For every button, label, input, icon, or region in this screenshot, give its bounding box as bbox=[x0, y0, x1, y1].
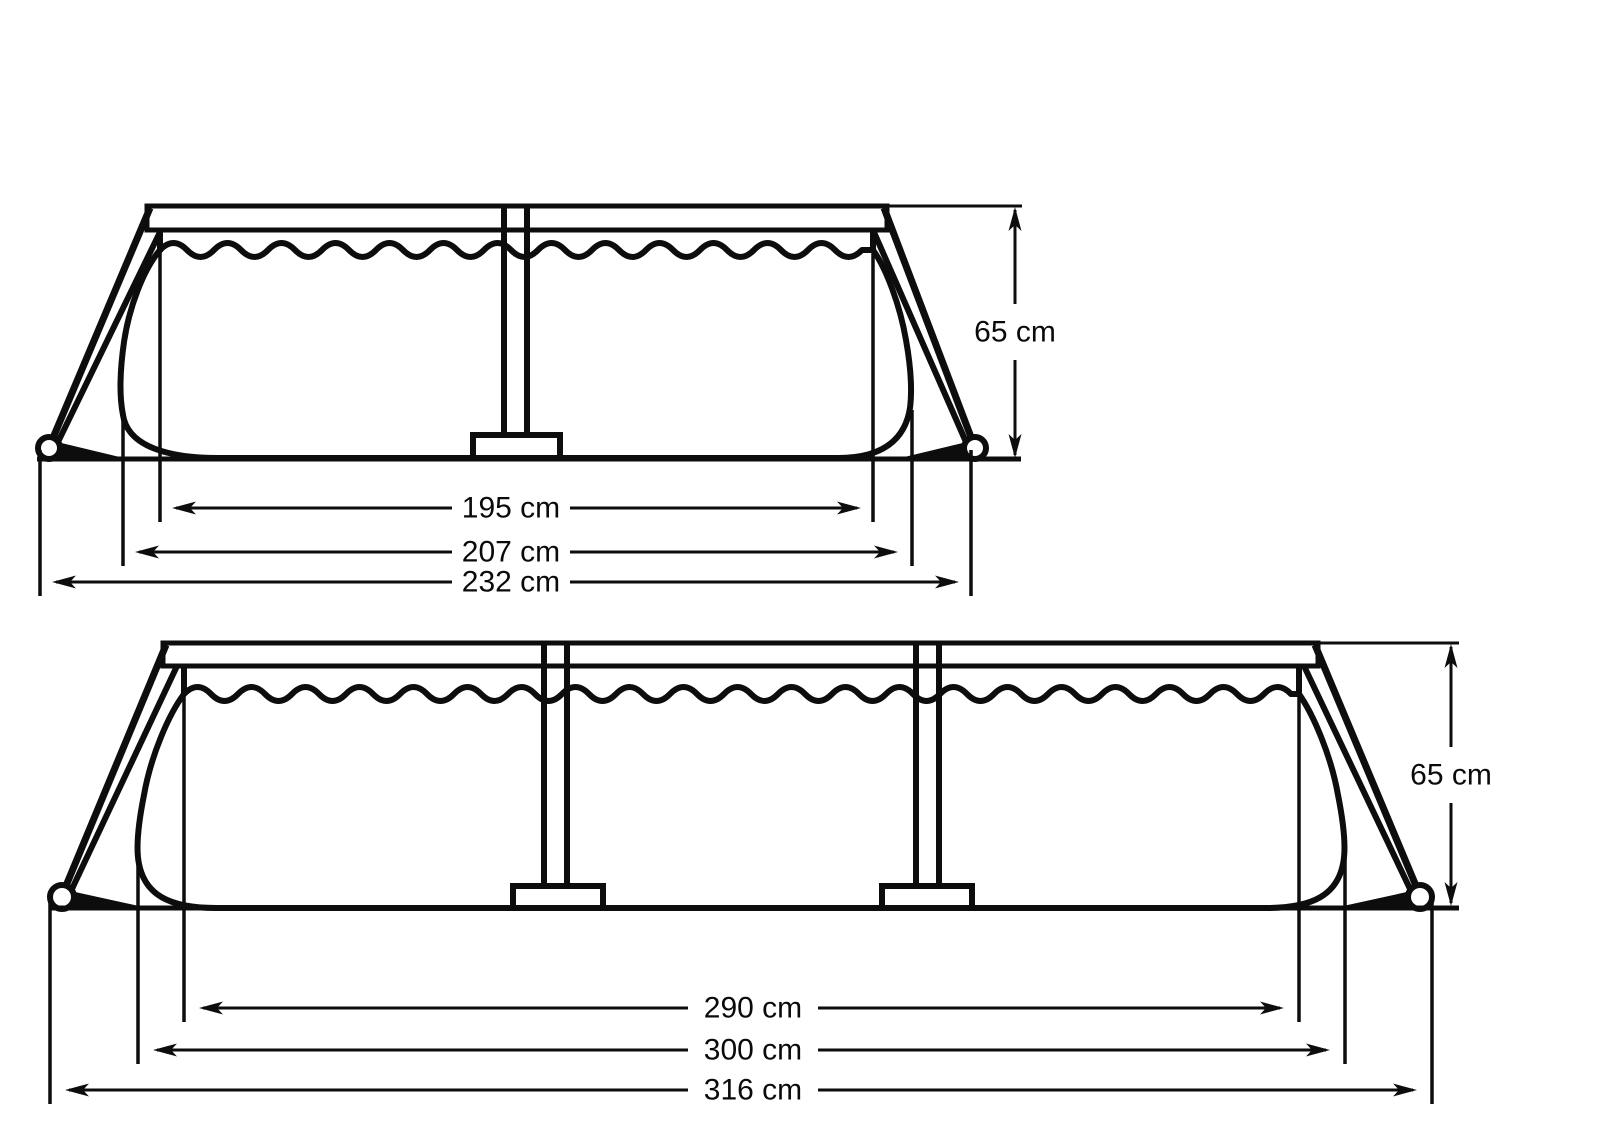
arrowhead-right bbox=[1393, 1083, 1417, 1097]
large-pool-right-base-plate bbox=[879, 883, 975, 911]
small-pool-width-dim-outer: 232 cm bbox=[52, 566, 959, 599]
large-pool-right-leg-brace bbox=[1334, 890, 1416, 908]
large-pool-top-rail bbox=[160, 640, 1321, 669]
small-pool-left-leg-brace bbox=[53, 441, 128, 459]
large-pool-right-foot bbox=[1405, 882, 1435, 912]
arrowhead-right bbox=[1306, 1043, 1330, 1057]
small-pool-right-leg-brace bbox=[896, 441, 971, 459]
large-pool-left-foot bbox=[47, 882, 77, 912]
arrowhead-right bbox=[1260, 1001, 1284, 1015]
small-pool-water bbox=[117, 240, 914, 461]
large-pool-width-dim-outer: 316 cm bbox=[65, 1074, 1417, 1107]
large-pool-left-base-plate bbox=[510, 883, 606, 911]
arrowhead-left bbox=[199, 1001, 223, 1015]
arrowhead-left bbox=[52, 575, 76, 589]
small-pool-extension-lines bbox=[38, 252, 973, 596]
small-pool-middle-width-label: 207 cm bbox=[462, 536, 560, 569]
large-pool-left-leg bbox=[47, 643, 180, 912]
large-pool-width-dim-middle: 300 cm bbox=[153, 1034, 1330, 1067]
arrowhead-down bbox=[1444, 882, 1458, 906]
arrowhead-up bbox=[1008, 207, 1022, 231]
small-pool-left-leg bbox=[35, 206, 164, 462]
large-pool-outer-width-label: 316 cm bbox=[704, 1074, 802, 1107]
large-pool-inner-width-label: 290 cm bbox=[704, 992, 802, 1025]
arrowhead-left bbox=[135, 545, 159, 559]
arrowhead-left bbox=[153, 1043, 177, 1057]
large-pool-height-dim: 65 cm bbox=[1410, 644, 1492, 906]
large-pool-width-dim-inner: 290 cm bbox=[199, 992, 1284, 1025]
arrowhead-left bbox=[172, 501, 196, 515]
large-pool-middle-width-label: 300 cm bbox=[704, 1034, 802, 1067]
arrowhead-right bbox=[874, 545, 898, 559]
large-pool-right-post bbox=[879, 645, 975, 911]
small-pool-top-rail bbox=[144, 203, 890, 233]
small-pool-width-dim-middle: 207 cm bbox=[135, 536, 898, 569]
arrowhead-right bbox=[837, 501, 861, 515]
arrowhead-down bbox=[1008, 434, 1022, 458]
large-pool-water bbox=[134, 684, 1348, 911]
small-pool-height-label: 65 cm bbox=[974, 316, 1056, 349]
small-pool-inner-width-label: 195 cm bbox=[462, 492, 560, 525]
large-pool-left-post bbox=[510, 645, 606, 911]
arrowhead-right bbox=[935, 575, 959, 589]
large-pool-left-leg-brace bbox=[66, 890, 148, 908]
large-pool: 290 cm 300 cm 316 cm 65 cm bbox=[47, 640, 1492, 1107]
arrowhead-left bbox=[65, 1083, 89, 1097]
small-pool-right-leg bbox=[870, 206, 989, 462]
small-pool-width-dim-inner: 195 cm bbox=[172, 492, 861, 525]
small-pool-right-foot bbox=[961, 434, 989, 462]
arrowhead-up bbox=[1444, 644, 1458, 668]
large-pool-extension-lines bbox=[48, 696, 1434, 1104]
small-pool-post-base-plate bbox=[470, 432, 563, 461]
small-pool-outer-width-label: 232 cm bbox=[462, 566, 560, 599]
small-pool: 195 cm 207 cm 232 cm 65 cm bbox=[35, 203, 1056, 599]
large-pool-height-label: 65 cm bbox=[1410, 759, 1492, 792]
large-pool-right-leg bbox=[1301, 643, 1435, 912]
small-pool-height-dim: 65 cm bbox=[974, 207, 1056, 458]
